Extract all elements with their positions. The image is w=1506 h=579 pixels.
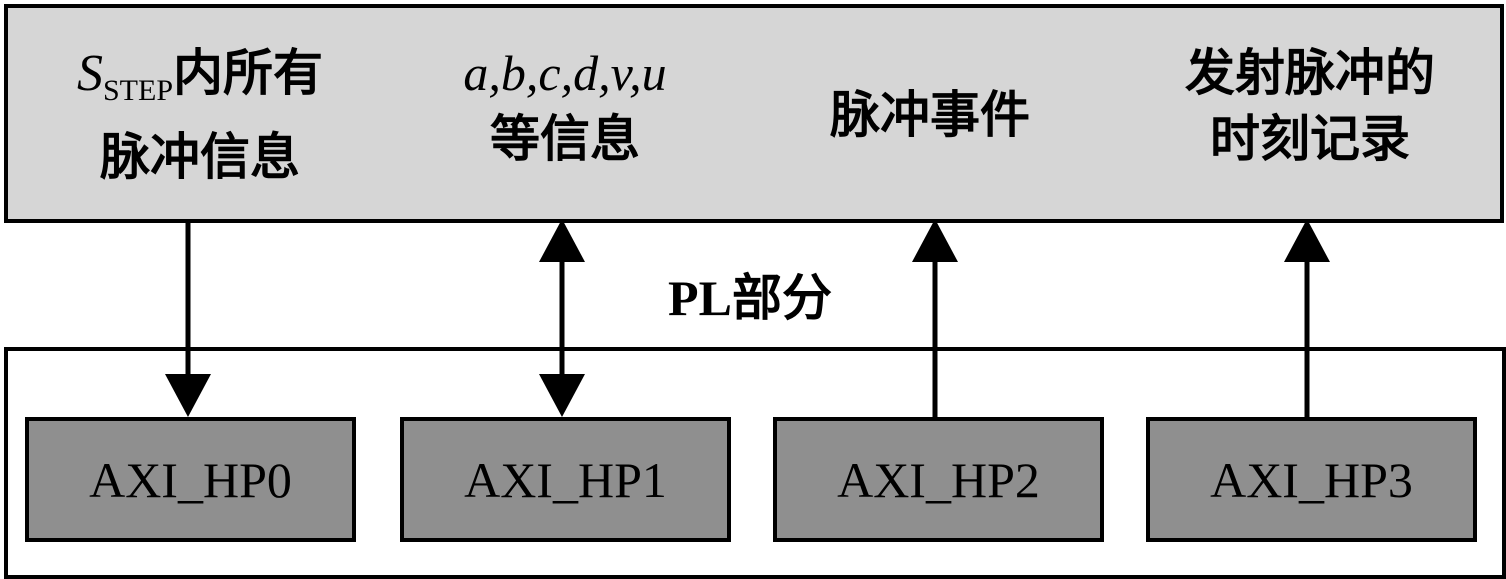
- top-label-1-line2: 等信息: [490, 111, 640, 167]
- top-label-params-info: a,b,c,d,v,u 等信息: [400, 40, 730, 172]
- top-label-3-line2: 时刻记录: [1210, 111, 1410, 167]
- pl-section-label: PL部分: [668, 270, 832, 326]
- params-variables: a,b,c,d,v,u: [463, 45, 667, 101]
- top-label-pulse-event: 脉冲事件: [780, 82, 1080, 148]
- top-label-2-line1: 脉冲事件: [830, 87, 1030, 143]
- s-subscript: STEP: [102, 74, 174, 107]
- axi-hp3-block: AXI_HP3: [1146, 417, 1477, 542]
- top-label-0-line1-text: 内所有: [173, 45, 324, 101]
- axi-hp0-block: AXI_HP0: [25, 417, 356, 542]
- axi-hp1-block: AXI_HP1: [400, 417, 731, 542]
- top-label-0-line1: SSTEP内所有: [40, 40, 360, 124]
- top-label-sstep-pulse-info: SSTEP内所有 脉冲信息: [40, 40, 360, 190]
- s-symbol: S: [76, 45, 103, 102]
- top-label-3-line1: 发射脉冲的: [1185, 45, 1435, 101]
- top-label-0-line2: 脉冲信息: [100, 129, 300, 185]
- top-panel: [4, 4, 1504, 223]
- axi-hp2-block: AXI_HP2: [773, 417, 1104, 542]
- top-label-fire-time-record: 发射脉冲的 时刻记录: [1140, 40, 1480, 172]
